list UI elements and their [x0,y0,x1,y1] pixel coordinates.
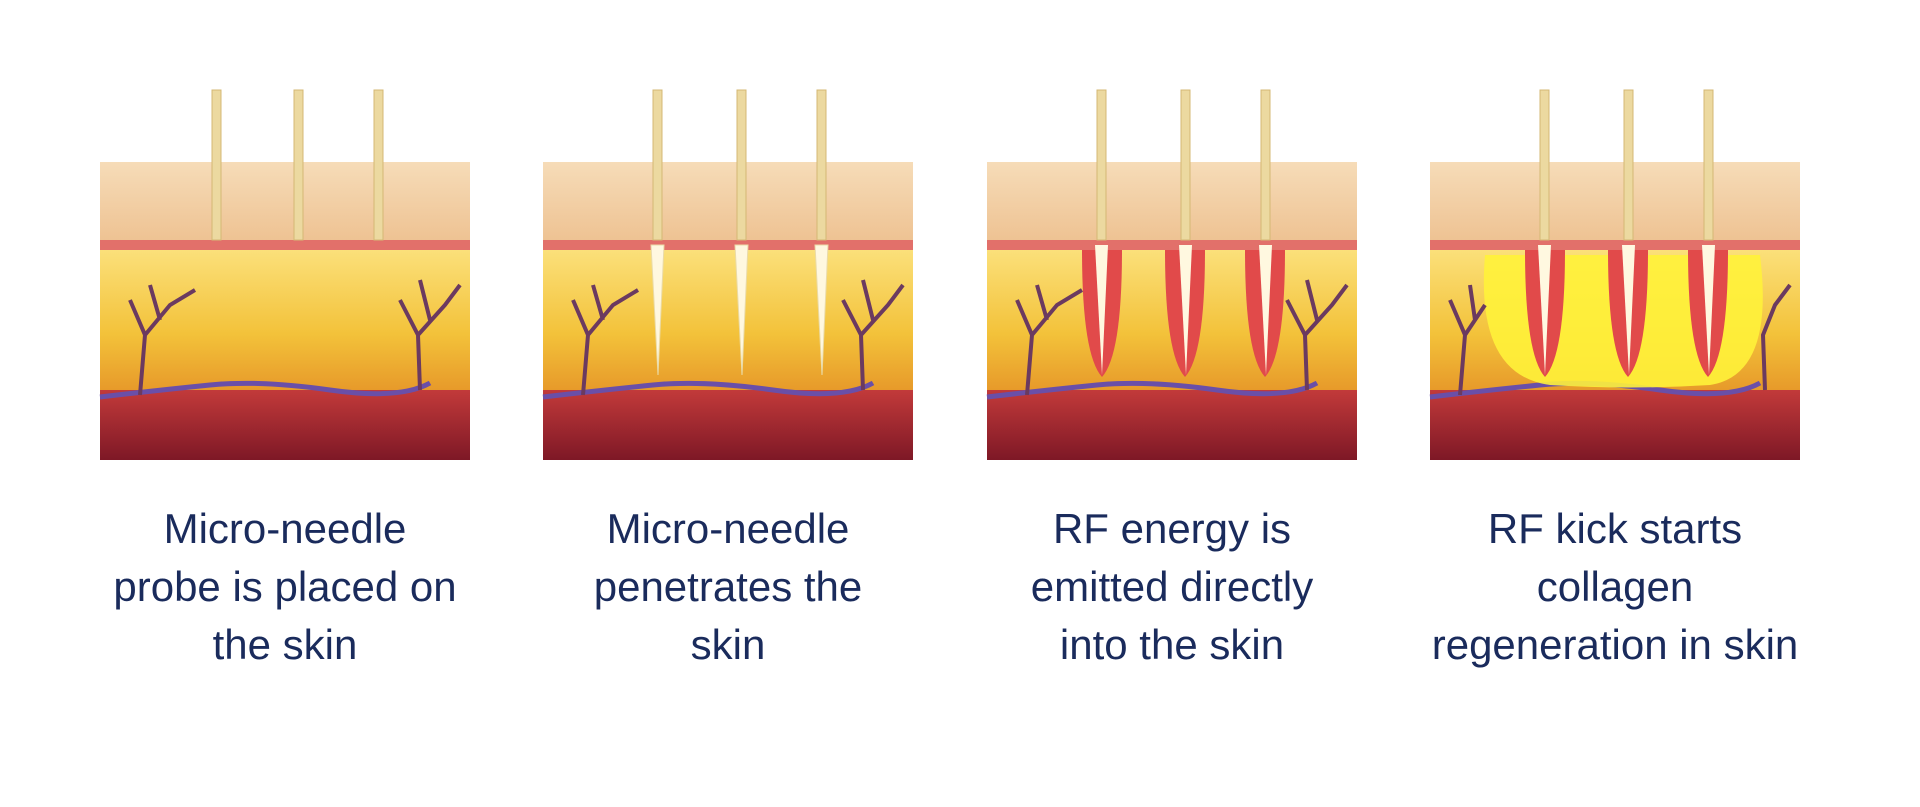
needle [1095,89,1108,375]
epidermis-layer [987,162,1357,242]
vein [99,380,432,400]
skin-illustration-collagen [1429,89,1800,460]
blood-vessel [398,279,462,391]
step-caption: RF kick starts collagen regeneration in … [1431,505,1799,668]
needle [1179,89,1192,375]
skin-illustration-penetrates [542,89,913,460]
needle [650,89,665,376]
step-panel-rf-emitted: RF energy is emitted directly into the s… [986,0,1357,807]
skin-surface-line [1430,240,1800,250]
needle [293,89,304,241]
step-panel-penetrates: Micro-needle penetrates the skin [542,0,913,807]
blood-vessel [128,284,197,396]
skin-illustration-placed [99,89,470,460]
needle [373,89,384,241]
subcutaneous-layer [1430,390,1800,460]
needle [814,89,829,376]
blood-vessel [1285,279,1349,391]
skin-surface-line [100,240,470,250]
epidermis-layer [543,162,913,242]
step-caption: Micro-needle probe is placed on the skin [113,505,457,668]
vein [542,380,875,400]
subcutaneous-layer [543,390,913,460]
subcutaneous-layer [987,390,1357,460]
needle [1538,89,1551,375]
blood-vessel [1760,283,1792,391]
step-panel-placed: Micro-needle probe is placed on the skin [99,0,470,807]
blood-vessel [1015,284,1084,396]
vein [986,380,1319,400]
step-caption: RF energy is emitted directly into the s… [1030,505,1314,668]
step-panel-collagen: RF kick starts collagen regeneration in … [1429,0,1800,807]
blood-vessel [571,284,640,396]
skin-surface-line [987,240,1357,250]
skin-illustration-rf-emitted [986,89,1357,460]
needle [211,89,222,241]
epidermis-layer [100,162,470,242]
step-caption: Micro-needle penetrates the skin [593,505,863,668]
subcutaneous-layer [100,390,470,460]
skin-surface-line [543,240,913,250]
needle [1702,89,1715,375]
needle [734,89,749,376]
epidermis-layer [1430,162,1800,242]
needle [1259,89,1272,375]
blood-vessel [1448,284,1487,396]
needle [1622,89,1635,375]
blood-vessel [841,279,905,391]
